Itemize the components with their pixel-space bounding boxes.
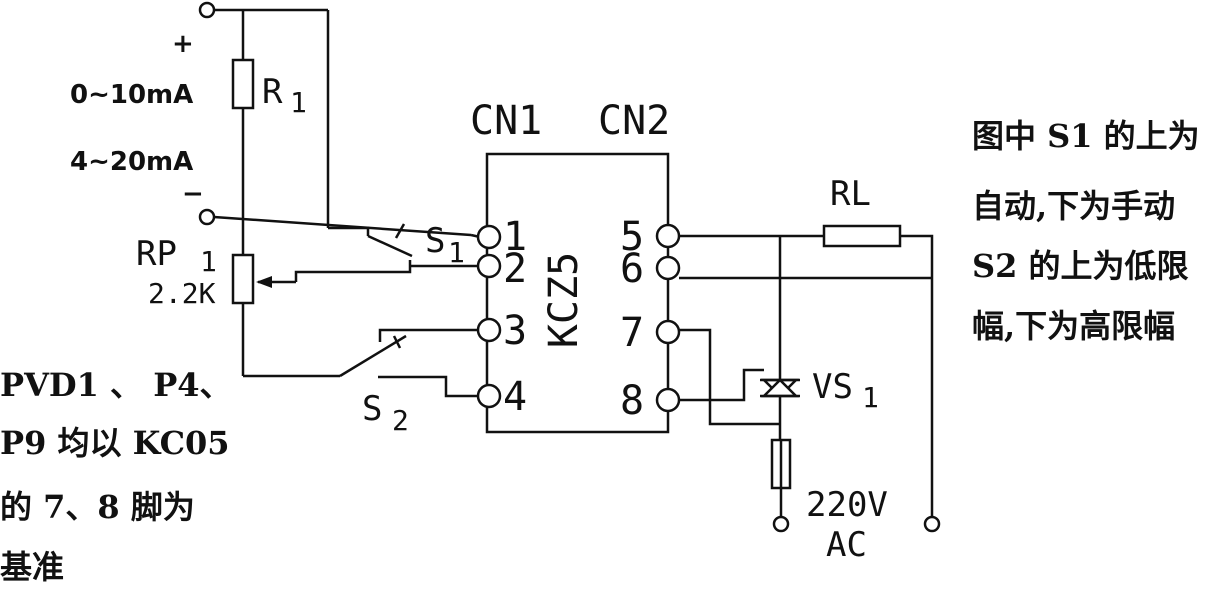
pin-3-label: 3: [503, 308, 527, 354]
pin-8-label: 8: [620, 378, 644, 424]
chip-name: KCZ5: [541, 252, 587, 348]
label-range-1: 0~10mA: [70, 80, 193, 110]
potentiometer-rp1: [231, 253, 255, 305]
note-right-line-4: 幅,下为高限幅: [972, 307, 1175, 345]
input-terminal-negative: [198, 208, 216, 226]
label-supply-ac: AC: [826, 525, 867, 565]
label-minus: −: [182, 179, 204, 209]
wire-s2-to-pin4: [378, 375, 478, 398]
pin-2-terminal: [476, 253, 502, 279]
pin-5-terminal: [655, 223, 681, 249]
label-rp1: RP: [136, 234, 177, 274]
pin-4-terminal: [476, 383, 502, 409]
pin-3-terminal: [476, 317, 502, 343]
pin-1-terminal: [476, 224, 502, 250]
label-plus: +: [172, 29, 194, 59]
switch-s2-contact: [392, 335, 402, 349]
chip-kcz5: [485, 152, 670, 434]
note-left-line-4: 基准: [0, 548, 64, 586]
resistor-r1: [231, 58, 255, 110]
label-range-2: 4~20mA: [70, 147, 193, 177]
pin-1-label: 1: [503, 214, 527, 260]
note-left-line-2: P9 均以 KC05: [0, 424, 230, 462]
label-cn1: CN1: [470, 98, 542, 144]
label-s1-sub: 1: [448, 236, 465, 269]
label-r1: R: [262, 72, 283, 112]
wire-pin3: [378, 328, 478, 342]
pin-4-label: 4: [503, 374, 527, 420]
switch-s2-blade: [339, 334, 407, 378]
label-rl: RL: [830, 174, 871, 214]
label-s2: S: [362, 389, 382, 429]
note-left-line-3: 的 7、8 脚为: [0, 488, 195, 526]
note-right-line-2: 自动,下为手动: [972, 187, 1175, 225]
note-right-line-1: 图中 S1 的上为: [972, 117, 1200, 155]
pin-2-label: 2: [503, 246, 527, 292]
switch-s1-contact: [394, 223, 406, 239]
switch-s1-blade: [367, 234, 413, 258]
label-rp1-sub: 1: [200, 245, 217, 278]
label-rp1-value: 2.2K: [148, 277, 216, 310]
wire-pin7-gate: [679, 328, 780, 426]
resistor-rl: [822, 224, 902, 248]
label-r1-sub: 1: [290, 86, 307, 119]
rp1-wiper-arrow: [256, 276, 272, 288]
wire-to-s1: [328, 226, 370, 236]
note-right-line-3: S2 的上为低限: [972, 247, 1189, 285]
wire-neg-to-pin1: [213, 215, 472, 237]
pin-6-label: 6: [620, 246, 644, 292]
wire-rl-right: [900, 234, 934, 520]
label-s2-sub: 2: [392, 404, 409, 437]
label-cn2: CN2: [598, 98, 670, 144]
pin-5-label: 5: [620, 214, 644, 260]
output-terminal-right: [923, 515, 941, 533]
pin-7-terminal: [655, 319, 681, 345]
pin-6-terminal: [655, 255, 681, 281]
pin-8-terminal: [655, 387, 681, 413]
wire-wiper-to-s1: [294, 260, 412, 282]
output-terminal-left: [772, 515, 790, 533]
note-left-line-1: PVD1 、 P4、: [0, 366, 232, 404]
label-supply-voltage: 220V: [806, 485, 888, 525]
pin-7-label: 7: [620, 310, 644, 356]
wire-pin8: [679, 368, 764, 402]
label-vs1-sub: 1: [862, 381, 879, 414]
label-s1: S: [425, 221, 445, 261]
label-vs1: VS: [812, 367, 853, 407]
input-terminal-positive: [198, 1, 216, 19]
